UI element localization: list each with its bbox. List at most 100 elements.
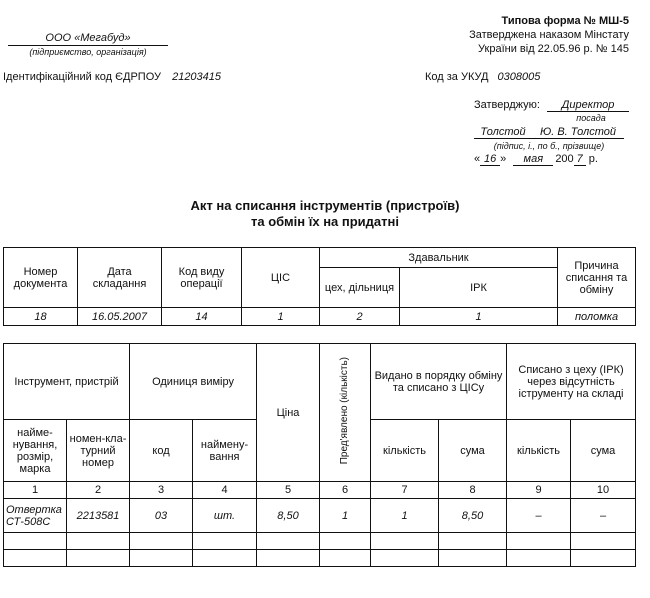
col-number: 1 — [3, 481, 67, 499]
th-unit: Одиниця виміру — [129, 343, 258, 420]
empty-cell — [192, 532, 258, 550]
cell-unit-code: 03 — [129, 498, 194, 533]
col-number: 4 — [192, 481, 258, 499]
th-price: Ціна — [256, 343, 321, 482]
th-cis: ЦІС — [241, 247, 320, 308]
cell-issued-qty: 1 — [370, 498, 440, 533]
cell-price: 8,50 — [256, 498, 321, 533]
th-name-size: найме-нування, розмір, марка — [3, 419, 67, 482]
empty-cell — [65, 532, 131, 550]
col-number: 9 — [506, 481, 572, 499]
cell-doc-number: 18 — [3, 307, 78, 326]
cell-instrument-name: Отвертка СТ-508С — [3, 498, 67, 533]
col-number: 2 — [65, 481, 131, 499]
empty-cell — [370, 549, 440, 567]
act-header-table: Номер документа Дата складання Код виду … — [3, 247, 637, 326]
cell-presented: 1 — [319, 498, 372, 533]
th-unit-name: наймену-вання — [192, 419, 258, 482]
th-op-code: Код виду операції — [161, 247, 242, 308]
cell-issued-sum: 8,50 — [438, 498, 508, 533]
date-month: мая — [513, 153, 554, 166]
ukud-line: Код за УКУД 0308005 — [425, 71, 540, 83]
cell-nomenclature: 2213581 — [65, 498, 131, 533]
date-quote-open: « — [474, 153, 481, 165]
empty-cell — [256, 532, 321, 550]
position-caption: посада — [576, 113, 606, 123]
empty-cell — [256, 549, 321, 567]
signature-caption: (підпис, і., по б., прізвище) — [493, 141, 605, 151]
th-written-sum: сума — [570, 419, 637, 482]
document-title: Акт на списання інструментів (пристроїв)… — [0, 198, 650, 230]
th-issued-qty: кількість — [370, 419, 440, 482]
approval-position: Директор — [547, 99, 630, 112]
approval-block: Затверджую: Директор — [474, 99, 630, 112]
empty-cell — [3, 532, 67, 550]
form-info: Типова форма № МШ-5 Затверджена наказом … — [469, 14, 629, 56]
th-nomenclature: номен-кла-турний номер — [65, 419, 131, 482]
th-presented: Пред'явлено (кількість) — [319, 343, 372, 482]
col-number: 7 — [370, 481, 440, 499]
empty-cell — [129, 549, 194, 567]
cell-date: 16.05.2007 — [77, 307, 162, 326]
empty-cell — [506, 549, 572, 567]
col-number: 8 — [438, 481, 508, 499]
empty-cell — [370, 532, 440, 550]
th-irk: ІРК — [398, 267, 559, 308]
organization-name: ООО «Мегабуд» — [8, 32, 168, 46]
empty-cell — [65, 549, 131, 567]
signature: Толстой — [474, 126, 532, 139]
empty-cell — [192, 549, 258, 567]
empty-cell — [319, 532, 372, 550]
cell-written-qty: – — [506, 498, 572, 533]
approved-line-1: Затверджена наказом Мінстату — [469, 29, 629, 41]
th-instrument: Інструмент, пристрій — [2, 343, 131, 420]
date-day: 16 — [480, 153, 501, 166]
edrpou-label: Ідентифікаційний код ЄДРПОУ — [3, 71, 162, 83]
col-number: 5 — [256, 481, 321, 499]
organization-block: ООО «Мегабуд» (підприємство, організація… — [8, 32, 168, 58]
date-year-digit: 7 — [573, 153, 586, 166]
th-reason: Причина списання та обміну — [557, 247, 637, 308]
empty-cell — [570, 549, 637, 567]
th-written-off: Списано з цеху (ІРК) через відсутність і… — [506, 343, 637, 420]
th-issued-sum: сума — [438, 419, 508, 482]
th-date: Дата складання — [77, 247, 162, 308]
cell-workshop: 2 — [319, 307, 400, 326]
cell-written-sum: – — [570, 498, 637, 533]
date-year-suffix: р. — [588, 153, 598, 165]
th-sender: Здавальник — [318, 247, 559, 268]
approval-name: Ю. В. Толстой — [532, 126, 624, 139]
th-unit-code: код — [129, 419, 194, 482]
empty-cell — [3, 549, 67, 567]
col-number: 6 — [319, 481, 372, 499]
col-number: 10 — [570, 481, 637, 499]
instruments-table: Інструмент, пристрій Одиниця виміру Ціна… — [2, 343, 637, 567]
approved-line-2: України від 22.05.96 р. № 145 — [478, 43, 629, 55]
empty-cell — [319, 549, 372, 567]
ukud-label: Код за УКУД — [425, 71, 489, 83]
empty-cell — [506, 532, 572, 550]
th-written-qty: кількість — [506, 419, 572, 482]
date-quote-close: » — [500, 153, 507, 165]
th-presented-text: Пред'явлено (кількість) — [339, 357, 351, 465]
document-title-line-2: та обмін їх на придатні — [251, 214, 399, 229]
cell-cis: 1 — [241, 307, 320, 326]
organization-caption: (підприємство, організація) — [29, 47, 147, 57]
edrpou-value: 21203415 — [172, 71, 222, 83]
ukud-value: 0308005 — [497, 71, 541, 83]
cell-op-code: 14 — [161, 307, 242, 326]
empty-cell — [129, 532, 194, 550]
empty-cell — [438, 549, 508, 567]
empty-cell — [570, 532, 637, 550]
cell-reason: поломка — [557, 307, 637, 326]
th-issued: Видано в порядку обміну та списано з ЦІС… — [370, 343, 508, 420]
th-doc-number: Номер документа — [3, 247, 78, 308]
document-title-line-1: Акт на списання інструментів (пристроїв) — [190, 198, 460, 213]
empty-cell — [438, 532, 508, 550]
col-number: 3 — [129, 481, 194, 499]
edrpou-line: Ідентифікаційний код ЄДРПОУ 21203415 — [3, 71, 221, 83]
form-title: Типова форма № МШ-5 — [501, 15, 629, 27]
approval-label: Затверджую: — [474, 99, 540, 111]
